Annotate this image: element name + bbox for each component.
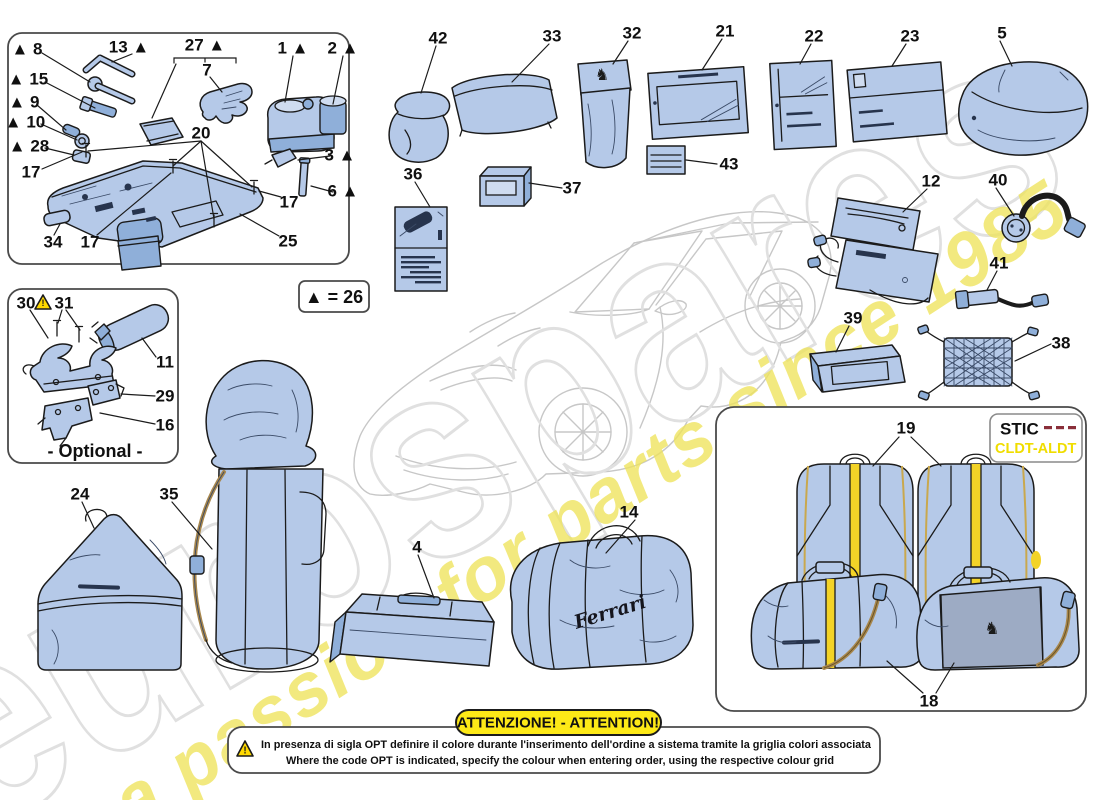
callout-14: 14: [620, 503, 639, 522]
bags-items: Ferrari: [37, 359, 694, 673]
callout-9: ▲ 9: [8, 93, 39, 112]
loose-items: ♞: [388, 59, 1089, 401]
duffel-right: ♞: [916, 566, 1080, 671]
callout-17: 17: [81, 233, 100, 252]
callout-39: 39: [844, 309, 863, 328]
callout-36: 36: [404, 165, 423, 184]
callout-34: 34: [44, 233, 63, 252]
callout-31: 31: [55, 294, 74, 313]
callout-12: 12: [922, 172, 941, 191]
stic-label: STIC: [1000, 420, 1039, 439]
callout-22: 22: [805, 27, 824, 46]
car-outline-drawing: [353, 211, 832, 496]
callout-33: 33: [543, 27, 562, 46]
callout-19: 19: [897, 419, 916, 438]
warning-triangle-icon: !: [34, 294, 52, 310]
attention-banner: [455, 709, 662, 736]
callout-13: 13 ▲: [109, 38, 149, 57]
triangle-legend-text: ▲ = 26: [305, 287, 363, 307]
callout-30: 30: [17, 294, 36, 313]
callout-6: 6 ▲: [327, 182, 358, 201]
leader-lines: [29, 38, 1052, 694]
callout-labels: ▲ 8 ▲ 15 ▲ 9▲ 10 ▲ 28 17 13 ▲ 27 ▲ 7 1 ▲ 2 ▲ 20 3 ▲…: [5, 22, 1071, 711]
ferrari-horse-icon: ♞: [595, 67, 609, 84]
callout-27: 27 ▲: [185, 36, 225, 55]
callout-15: ▲ 15: [8, 70, 48, 89]
callout-38: 38: [1052, 334, 1071, 353]
colour-code-legend: STIC CLDT-ALDT: [989, 413, 1083, 463]
cldt-label: CLDT-ALDT: [995, 441, 1076, 457]
callout-24: 24: [71, 485, 90, 504]
attention-line-it: In presenza di sigla OPT definire il col…: [261, 739, 872, 751]
callout-43: 43: [720, 155, 739, 174]
attention-banner-text: ATTENZIONE! - ATTENTION!: [457, 715, 659, 732]
callout-40: 40: [989, 171, 1008, 190]
callout-5: 5: [997, 24, 1006, 43]
callout-8: ▲ 8: [11, 40, 42, 59]
callout-25: 25: [279, 232, 298, 251]
callout-4: 4: [412, 538, 422, 557]
svg-text:!: !: [243, 746, 246, 757]
ferrari-horse-icon: ♞: [984, 619, 999, 638]
callout-42: 42: [429, 29, 448, 48]
optional-items: [22, 303, 170, 447]
callout-37: 37: [563, 179, 582, 198]
callout-17: 17: [280, 193, 299, 212]
callout-10: ▲ 10: [5, 113, 45, 132]
stic-dash-swatch: [1044, 426, 1076, 430]
callout-20: 20: [192, 124, 211, 143]
callout-11: 11: [156, 353, 174, 372]
callout-29: 29: [156, 387, 175, 406]
callout-41: 41: [990, 254, 1009, 273]
toolkit-items: [43, 54, 347, 271]
warning-triangle-icon: !: [236, 740, 254, 757]
callout-32: 32: [623, 24, 642, 43]
callout-35: 35: [160, 485, 179, 504]
callout-18: 18: [920, 692, 939, 711]
callout-1: 1 ▲: [277, 39, 308, 58]
callout-23: 23: [901, 27, 920, 46]
optional-caption: - Optional -: [48, 441, 143, 461]
callout-2: 2 ▲: [327, 39, 358, 58]
callout-16: 16: [156, 416, 175, 435]
svg-text:!: !: [42, 298, 45, 308]
callout-17: 17: [22, 163, 41, 182]
callout-28: ▲ 28: [9, 137, 49, 156]
luggage-set: ♞: [750, 453, 1080, 671]
duffel-left: [750, 561, 924, 670]
callout-21: 21: [716, 22, 735, 41]
triangle-legend-frame: [298, 280, 370, 313]
attention-note: ATTENZIONE! - ATTENTION! ! In presenza d…: [227, 709, 881, 774]
attention-line-en: Where the code OPT is indicated, specify…: [286, 755, 834, 767]
callout-7: 7: [202, 61, 211, 80]
callout-3: 3 ▲: [324, 146, 355, 165]
